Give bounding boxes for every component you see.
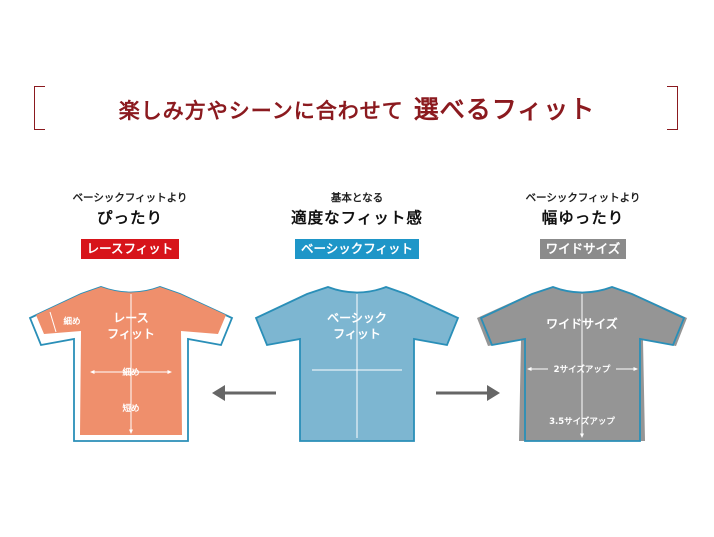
race-length-note: 短め (122, 403, 139, 414)
race-fit-badge: レースフィット (80, 239, 180, 259)
right-bracket (667, 86, 678, 130)
basic-jersey-label-1: ベーシック (327, 311, 387, 325)
basic-fit-jersey: ベーシック フィット (254, 286, 460, 442)
headline-main: 楽しみ方やシーンに合わせて (118, 99, 404, 123)
wide-length-note: 3.5サイズアップ (549, 416, 615, 427)
wide-size-badge: ワイドサイズ (539, 239, 627, 259)
race-sleeve-note: 細め (63, 316, 80, 327)
basic-fit-badge: ベーシックフィット (294, 239, 419, 259)
wide-size-jersey: ワイドサイズ 2サイズアップ 3.5サイズアップ (477, 286, 687, 442)
wide-jersey-label: ワイドサイズ (546, 316, 618, 331)
headline-emphasis: 選べるフィット (413, 95, 596, 124)
race-fit-subtitle: ベーシックフィットより (72, 192, 188, 204)
wide-size-title: 幅ゆったり (541, 209, 625, 227)
wide-size-header: ベーシックフィットより 幅ゆったり ワイドサイズ (483, 190, 683, 259)
headline: 楽しみ方やシーンに合わせて選べるフィット (0, 86, 714, 130)
race-jersey-label-1: レース (113, 311, 148, 325)
basic-outline (479, 286, 686, 442)
race-body-note: 細め (122, 367, 139, 378)
basic-fit-subtitle: 基本となる (330, 192, 384, 204)
race-fit-header: ベーシックフィットより ぴったり レースフィット (30, 190, 230, 259)
arrow-left-icon (212, 385, 276, 401)
race-fit-jersey: レース フィット 細め 細め 短め (28, 286, 234, 442)
wide-size-subtitle: ベーシックフィットより (525, 192, 641, 204)
headline-text: 楽しみ方やシーンに合わせて選べるフィット (0, 90, 714, 126)
basic-fit-header: 基本となる 適度なフィット感 ベーシックフィット (257, 190, 457, 259)
race-fit-title: ぴったり (96, 209, 163, 227)
race-jersey-label-2: フィット (107, 327, 155, 341)
arrow-right-icon (436, 385, 500, 401)
basic-fit-title: 適度なフィット感 (291, 209, 423, 227)
basic-jersey-label-2: フィット (333, 327, 381, 341)
left-bracket (34, 86, 45, 130)
wide-width-note: 2サイズアップ (554, 364, 611, 375)
